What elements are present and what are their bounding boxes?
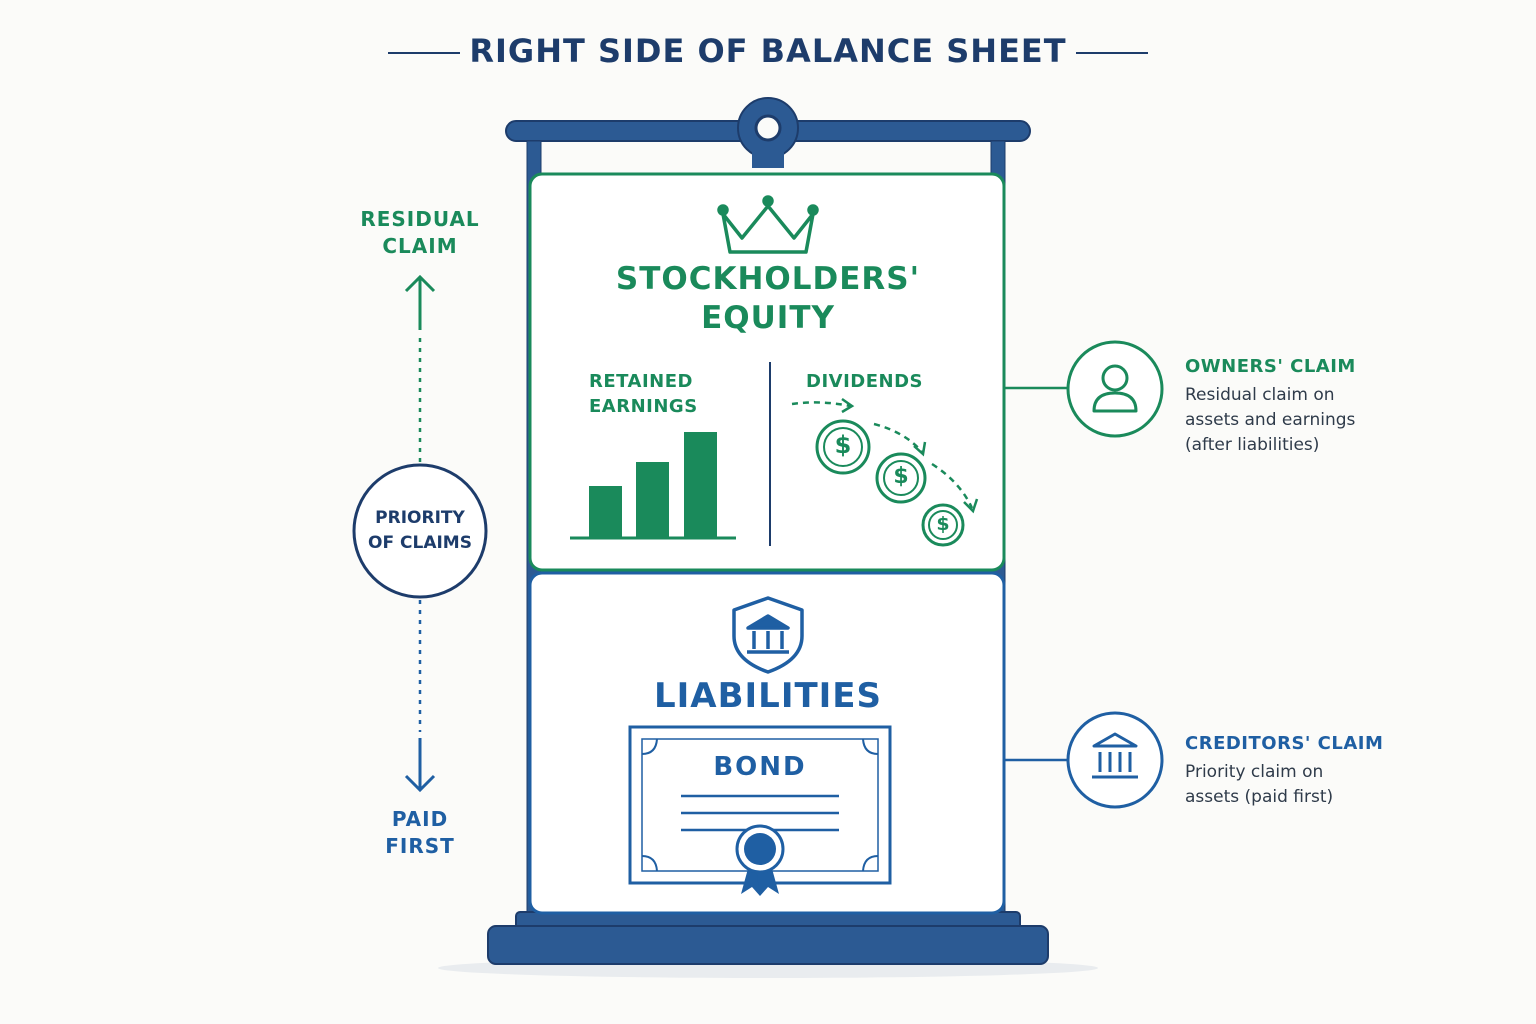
dividend-arrow [931,462,974,509]
creditors-claim-description: Priority claim on assets (paid first) [1185,762,1334,807]
paid-first-label: PAID FIRST [385,807,455,858]
equity-heading: STOCKHOLDERS' EQUITY [615,261,921,336]
priority-of-claims-label: PRIORITY OF CLAIMS [368,508,472,553]
stand-pivot-hole [754,114,782,142]
owners-claim-title: OWNERS' CLAIM [1185,356,1356,377]
dividend-arrow [791,401,851,408]
title-rule-right [1076,52,1148,54]
page-title: RIGHT SIDE OF BALANCE SHEET [469,32,1067,70]
coin-icon [921,503,965,547]
priority-axis [352,274,488,793]
coin-symbol: $ [936,513,950,535]
stand-pivot-neck [752,150,784,168]
person-icon [1066,340,1164,438]
dividends-flow [791,397,979,514]
dividend-arrow-head [841,397,855,414]
coin-symbol: $ [893,464,909,489]
crown-icon [717,195,819,254]
ribbon-seal-icon [735,824,785,896]
creditors-claim-title: CREDITORS' CLAIM [1185,733,1384,754]
bank-shield-icon [732,596,804,674]
dividend-arrow-head [913,441,927,457]
down-arrow-icon [404,774,436,793]
liabilities-heading: LIABILITIES [653,676,883,716]
bond-label: BOND [713,752,807,782]
earnings-bar [636,462,669,537]
title-rule-left [388,52,460,54]
earnings-bar [589,486,622,537]
retained-earnings-label: RETAINED EARNINGS [589,371,698,417]
owners-claim-description: Residual claim on assets and earnings (a… [1185,385,1356,455]
coin-icon [875,452,927,504]
earnings-bar [684,432,717,537]
stand-base [487,925,1049,965]
coin-symbol: $ [834,431,852,459]
up-arrow-icon [404,274,436,293]
coin-icon [815,419,871,475]
bank-icon [1066,711,1164,809]
retained-earnings-chart [570,432,736,540]
residual-claim-label: RESIDUAL CLAIM [360,207,480,258]
priority-circle [352,463,488,599]
dividends-label: DIVIDENDS [806,371,923,392]
dividend-arrow [873,422,923,453]
dividend-arrow-head [963,498,979,514]
